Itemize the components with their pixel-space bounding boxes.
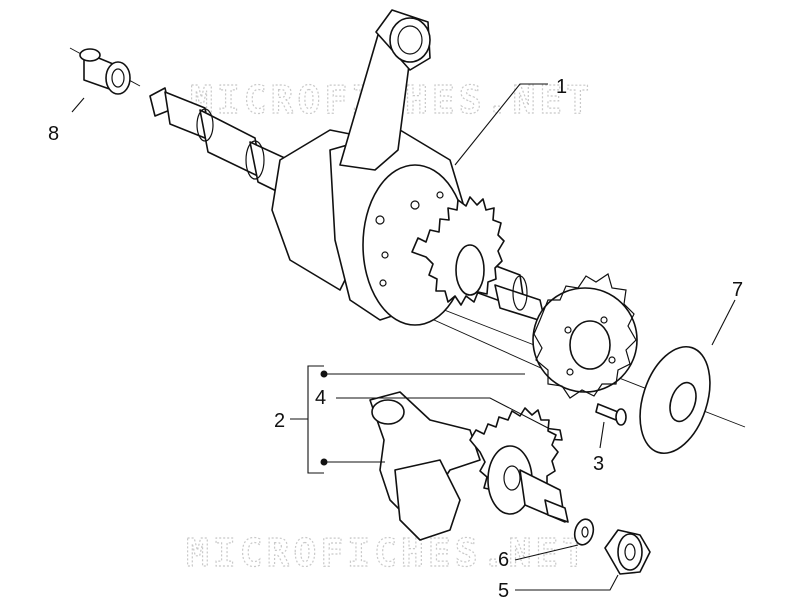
- part-3-screw: [595, 403, 627, 426]
- part-1-crankshaft: [149, 9, 546, 326]
- callout-5: 5: [498, 580, 509, 600]
- part-5-nut: [604, 529, 651, 575]
- callout-6: 6: [498, 549, 509, 571]
- watermark-bottom: MICROFICHES.NET: [186, 531, 589, 575]
- part-2-balancer-shaft: [369, 391, 569, 541]
- part-7-washer: [639, 345, 711, 455]
- callout-2: 2: [274, 410, 285, 432]
- callout-4: 4: [315, 387, 326, 409]
- callout-7: 7: [732, 279, 743, 301]
- bullet-upper: [320, 370, 328, 378]
- drive-sprocket: [532, 273, 638, 399]
- part-6-small-washer: [573, 518, 595, 546]
- callout-8: 8: [48, 123, 59, 145]
- bullet-lower: [320, 458, 328, 466]
- callout-1: 1: [556, 76, 567, 98]
- callout-3: 3: [593, 453, 604, 475]
- part-8-bushing: [79, 48, 131, 95]
- leader-lines: [71, 83, 736, 591]
